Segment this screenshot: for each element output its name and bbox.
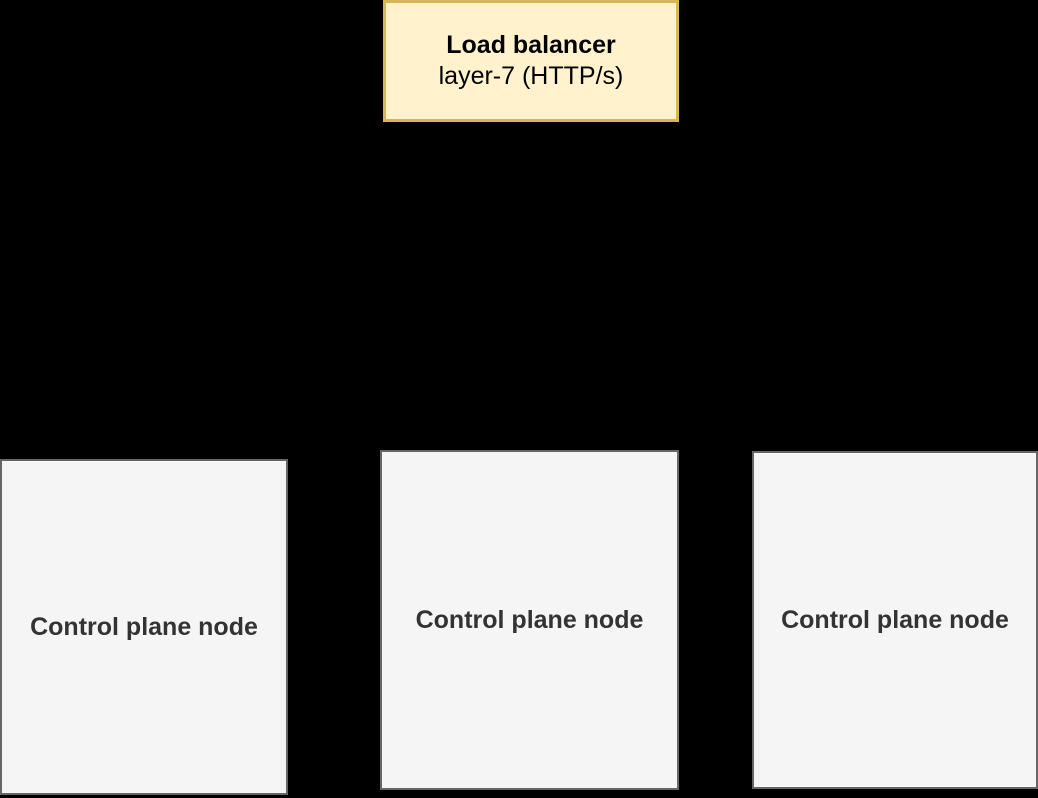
control-plane-node-3-label: Control plane node	[781, 605, 1009, 634]
control-plane-node-2-label: Control plane node	[415, 605, 644, 634]
load-balancer-title: Load balancer	[446, 31, 616, 59]
control-plane-node-1-label: Control plane node	[30, 612, 258, 641]
control-plane-node-2: Control plane node	[380, 450, 679, 790]
control-plane-node-3: Control plane node	[752, 451, 1038, 789]
control-plane-node-1: Control plane node	[0, 459, 288, 795]
load-balancer-node: Load balancer layer-7 (HTTP/s)	[383, 0, 679, 122]
load-balancer-subtitle: layer-7 (HTTP/s)	[438, 62, 624, 90]
